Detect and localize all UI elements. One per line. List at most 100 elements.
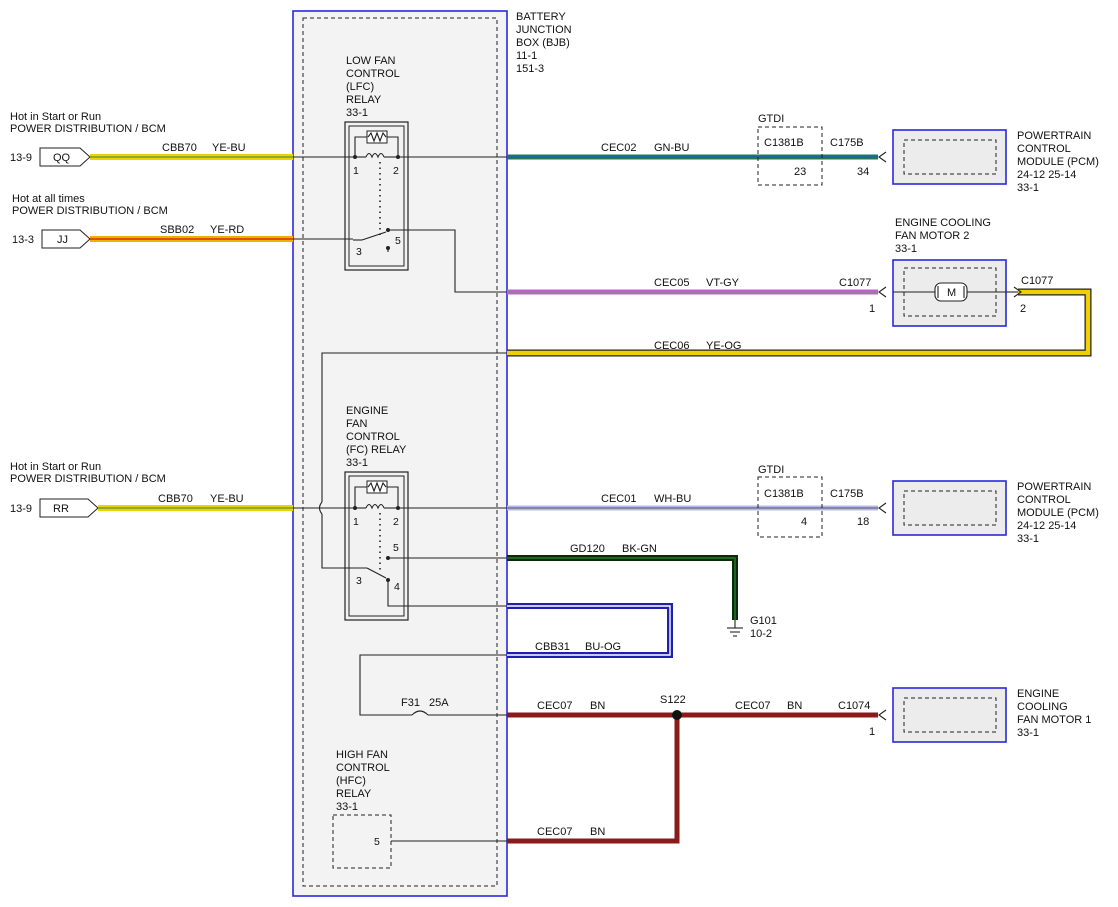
svg-text:RELAY: RELAY bbox=[346, 94, 382, 106]
svg-text:C1077: C1077 bbox=[1021, 275, 1053, 287]
svg-text:13-9: 13-9 bbox=[10, 152, 32, 164]
svg-text:RELAY: RELAY bbox=[336, 788, 372, 800]
wire-cec06: CEC06 YE-OG bbox=[507, 288, 1092, 357]
connector-arrow-icon bbox=[878, 286, 887, 298]
wire-gd120: GD120 BK-GN bbox=[507, 543, 738, 620]
wire-cec02: CEC02 GN-BU bbox=[507, 142, 878, 160]
svg-text:BU-OG: BU-OG bbox=[585, 641, 621, 653]
wire-cbb70-bottom: CBB70 YE-BU bbox=[98, 493, 293, 511]
svg-text:GTDI: GTDI bbox=[758, 113, 784, 125]
connector-arrow-icon bbox=[878, 709, 887, 721]
svg-text:CEC02: CEC02 bbox=[601, 142, 636, 154]
svg-text:5: 5 bbox=[393, 542, 399, 554]
svg-text:18: 18 bbox=[857, 516, 869, 528]
svg-text:YE-RD: YE-RD bbox=[210, 224, 244, 236]
fuse-f31-label: F31 25A bbox=[401, 697, 449, 709]
svg-text:MODULE (PCM): MODULE (PCM) bbox=[1017, 156, 1099, 168]
lfc-relay-label: LOW FAN CONTROL (LFC) RELAY 33-1 bbox=[346, 55, 400, 119]
bjb-inner-outline bbox=[302, 17, 498, 887]
svg-text:CEC05: CEC05 bbox=[654, 277, 689, 289]
svg-text:3: 3 bbox=[356, 246, 362, 258]
svg-text:GTDI: GTDI bbox=[758, 464, 784, 476]
svg-text:FAN: FAN bbox=[346, 418, 367, 430]
svg-text:Hot at all times: Hot at all times bbox=[12, 193, 85, 205]
wire-cec01: CEC01 WH-BU bbox=[507, 493, 878, 511]
svg-text:2: 2 bbox=[1020, 303, 1026, 315]
hfc-relay-label: HIGH FAN CONTROL (HFC) RELAY 33-1 bbox=[336, 749, 390, 813]
splice-s122: S122 bbox=[660, 694, 686, 720]
fc-resistor-zigzag-icon bbox=[367, 481, 387, 493]
svg-text:CBB70: CBB70 bbox=[162, 142, 197, 154]
svg-text:ENGINE COOLING: ENGINE COOLING bbox=[895, 217, 991, 229]
connector-tag-rr-icon bbox=[39, 498, 99, 518]
svg-text:4: 4 bbox=[394, 581, 400, 593]
pcm-module-bottom: C175B 18 POWERTRAIN CONTROL MODULE (PCM)… bbox=[830, 480, 1099, 545]
ground-g101: G101 10-2 bbox=[727, 615, 777, 640]
svg-text:WH-BU: WH-BU bbox=[654, 493, 691, 505]
svg-text:24-12 25-14: 24-12 25-14 bbox=[1017, 169, 1076, 181]
svg-text:POWER DISTRIBUTION / BCM: POWER DISTRIBUTION / BCM bbox=[12, 205, 168, 217]
svg-text:10-2: 10-2 bbox=[750, 628, 772, 640]
svg-text:(HFC): (HFC) bbox=[336, 775, 366, 787]
svg-text:3: 3 bbox=[356, 575, 362, 587]
svg-text:1: 1 bbox=[353, 165, 359, 177]
svg-text:(LFC): (LFC) bbox=[346, 81, 374, 93]
svg-text:POWERTRAIN: POWERTRAIN bbox=[1017, 481, 1091, 493]
svg-text:C175B: C175B bbox=[830, 488, 864, 500]
svg-text:FAN MOTOR 1: FAN MOTOR 1 bbox=[1017, 714, 1091, 726]
svg-text:13-3: 13-3 bbox=[12, 234, 34, 246]
svg-text:C1077: C1077 bbox=[839, 277, 871, 289]
lfc-relay: 1 2 3 5 bbox=[344, 121, 409, 271]
svg-text:33-1: 33-1 bbox=[346, 107, 368, 119]
svg-text:BN: BN bbox=[787, 700, 802, 712]
connector-arrow-icon bbox=[878, 502, 887, 514]
svg-text:BK-GN: BK-GN bbox=[622, 543, 657, 555]
svg-text:MODULE (PCM): MODULE (PCM) bbox=[1017, 507, 1099, 519]
fc-switch-contact-icon bbox=[366, 567, 387, 579]
wire-cbb70-top: CBB70 YE-BU bbox=[90, 142, 293, 160]
svg-text:CONTROL: CONTROL bbox=[346, 431, 400, 443]
svg-text:CONTROL: CONTROL bbox=[336, 762, 390, 774]
svg-text:CEC07: CEC07 bbox=[735, 700, 770, 712]
svg-text:C1381B: C1381B bbox=[764, 488, 804, 500]
svg-text:YE-BU: YE-BU bbox=[210, 493, 244, 505]
splice-dot-icon bbox=[672, 710, 682, 720]
svg-text:C1381B: C1381B bbox=[764, 137, 804, 149]
svg-text:4: 4 bbox=[801, 516, 807, 528]
svg-text:33-1: 33-1 bbox=[1017, 727, 1039, 739]
svg-text:1: 1 bbox=[869, 303, 875, 315]
svg-text:151-3: 151-3 bbox=[516, 63, 544, 75]
fc-relay-label: ENGINE FAN CONTROL (FC) RELAY 33-1 bbox=[346, 405, 407, 469]
svg-text:GN-BU: GN-BU bbox=[654, 142, 690, 154]
fc-relay: 1 2 5 3 4 bbox=[344, 471, 409, 621]
lfc-coil-icon bbox=[365, 152, 385, 159]
wire-cec07: CEC07 BN CEC07 BN CEC07 BN bbox=[507, 700, 878, 844]
svg-text:BN: BN bbox=[590, 700, 605, 712]
svg-text:CONTROL: CONTROL bbox=[346, 68, 400, 80]
wire-cbb31: CBB31 BU-OG bbox=[507, 603, 673, 658]
fc-coil-icon bbox=[365, 503, 385, 510]
svg-text:RR: RR bbox=[53, 503, 69, 515]
svg-text:GD120: GD120 bbox=[570, 543, 605, 555]
svg-text:25A: 25A bbox=[429, 697, 449, 709]
lfc-switch-contact-icon bbox=[361, 231, 387, 241]
svg-text:POWER DISTRIBUTION / BCM: POWER DISTRIBUTION / BCM bbox=[10, 473, 166, 485]
svg-text:CEC07: CEC07 bbox=[537, 826, 572, 838]
svg-text:JJ: JJ bbox=[57, 234, 68, 246]
svg-text:13-9: 13-9 bbox=[10, 503, 32, 515]
svg-text:ENGINE: ENGINE bbox=[1017, 688, 1059, 700]
svg-text:CBB31: CBB31 bbox=[535, 641, 570, 653]
gtdi-connector-bottom: GTDI C1381B 4 bbox=[757, 464, 823, 538]
motor-icon bbox=[934, 282, 968, 302]
svg-text:CBB70: CBB70 bbox=[158, 493, 193, 505]
svg-text:Hot in Start or Run: Hot in Start or Run bbox=[10, 461, 101, 473]
svg-text:M: M bbox=[947, 287, 956, 299]
svg-text:BOX (BJB): BOX (BJB) bbox=[516, 37, 570, 49]
svg-text:G101: G101 bbox=[750, 615, 777, 627]
svg-text:CEC06: CEC06 bbox=[654, 340, 689, 352]
gtdi-connector-top: GTDI C1381B 23 bbox=[757, 113, 823, 186]
svg-text:34: 34 bbox=[857, 166, 869, 178]
connector-arrow-icon bbox=[1013, 286, 1022, 298]
svg-text:BN: BN bbox=[590, 826, 605, 838]
